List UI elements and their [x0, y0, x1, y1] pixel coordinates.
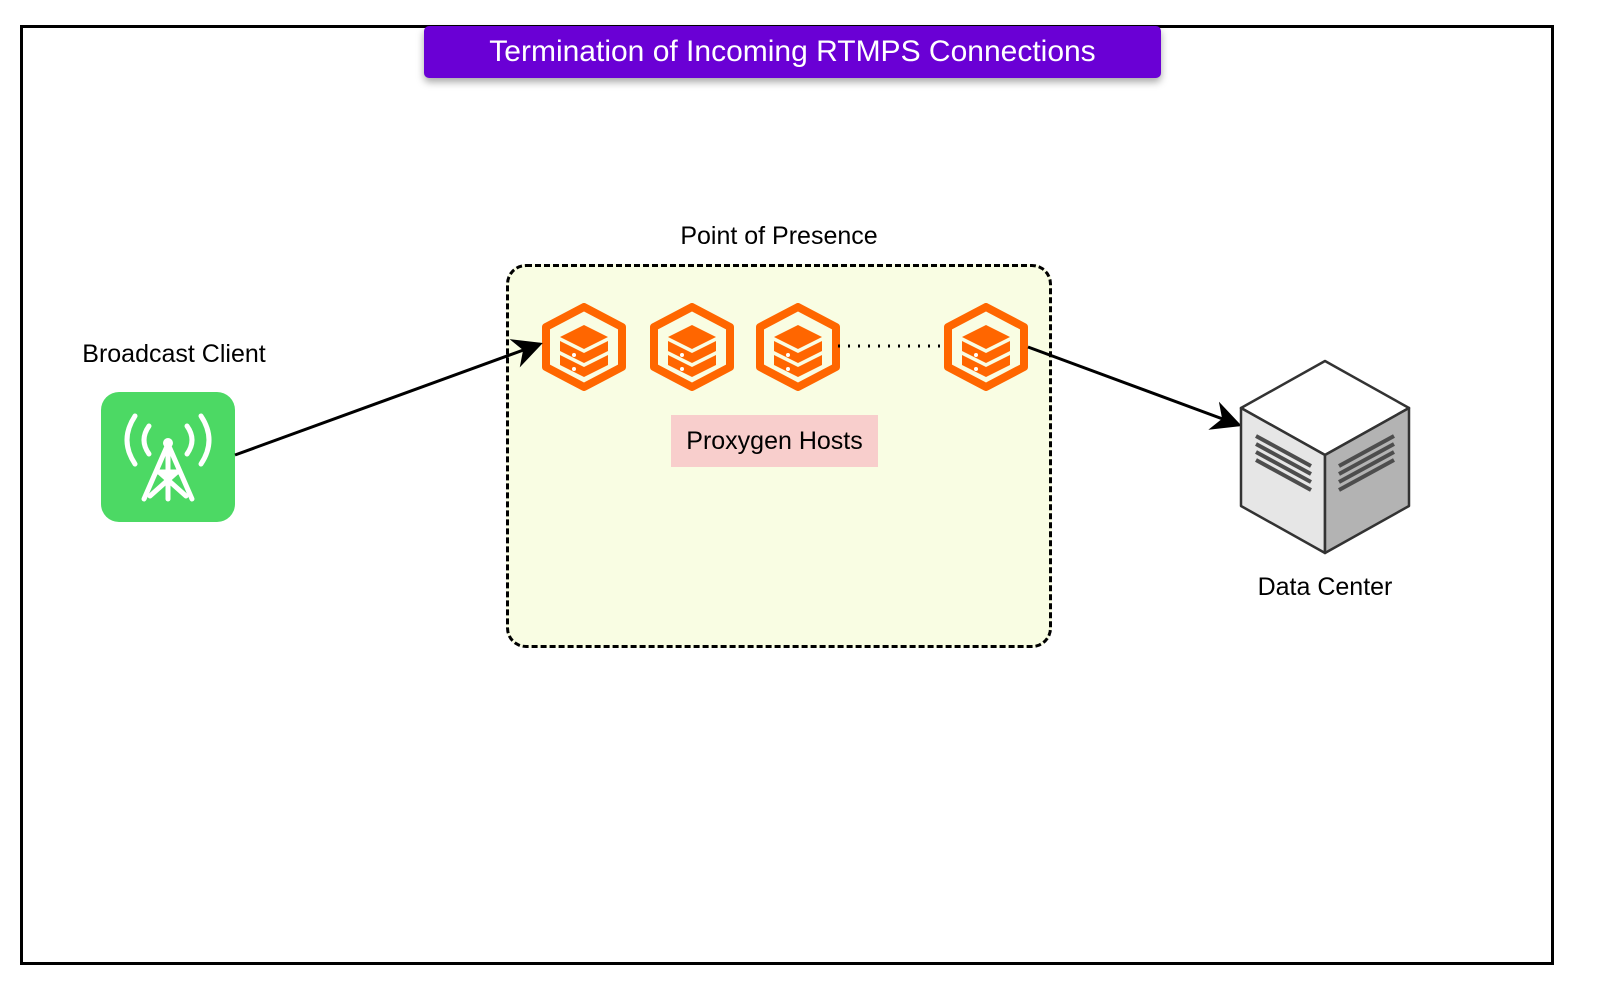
proxygen-hosts-label: Proxygen Hosts	[671, 415, 878, 467]
server-cube-right	[1323, 406, 1411, 555]
proxygen-hosts-label-text: Proxygen Hosts	[686, 426, 863, 455]
diagram-title: Termination of Incoming RTMPS Connection…	[489, 35, 1096, 68]
title-banner: Termination of Incoming RTMPS Connection…	[424, 26, 1161, 78]
data-center-node	[1239, 359, 1411, 555]
proxygen-host-icon-2	[650, 303, 734, 391]
edge-client-to-hosts	[234, 339, 543, 457]
proxygen-host-icon-4	[944, 303, 1028, 391]
broadcast-tower-icon	[124, 413, 212, 502]
data-center-label: Data Center	[1257, 573, 1393, 601]
broadcast-client-node	[101, 392, 235, 522]
point-of-presence-label: Point of Presence	[680, 222, 878, 250]
proxygen-host-icon-1	[542, 303, 626, 391]
server-cube-icon	[1255, 434, 1395, 492]
proxygen-host-icon-3	[756, 303, 840, 391]
edge-hosts-to-datacenter	[1027, 345, 1242, 430]
broadcast-client-label: Broadcast Client	[82, 340, 266, 368]
